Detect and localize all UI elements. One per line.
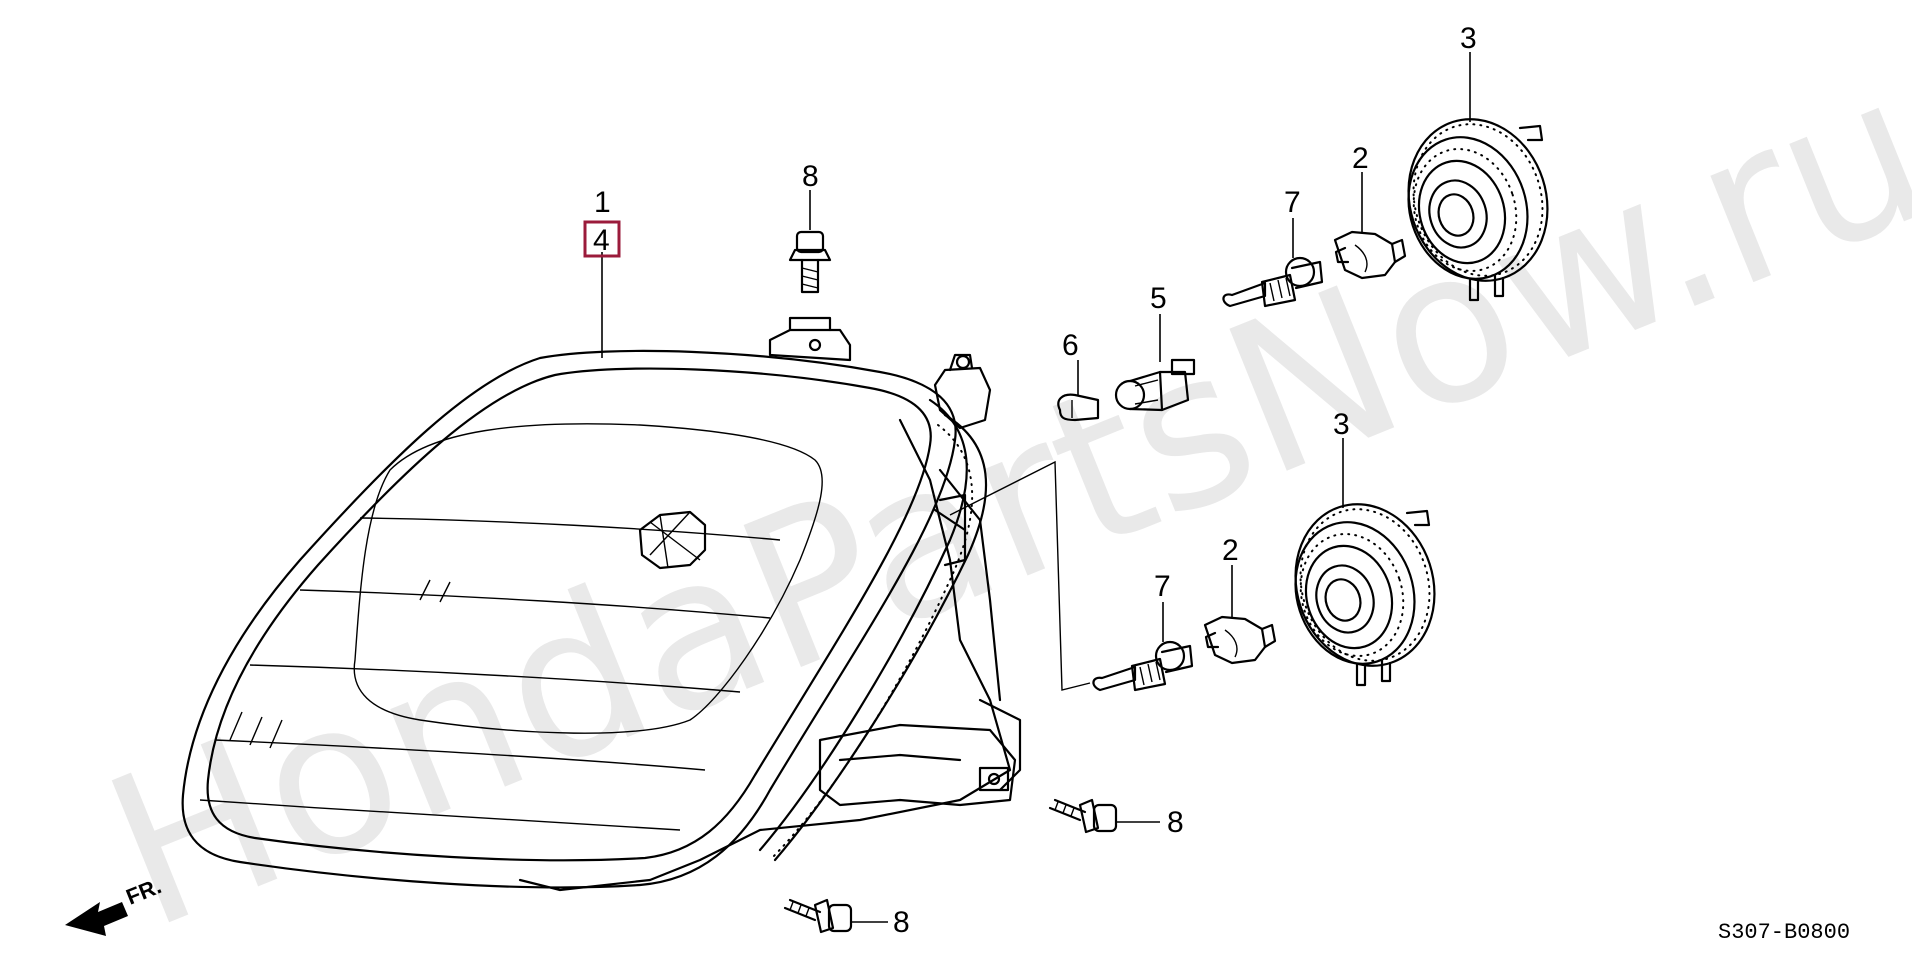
- callout-3-upper: 3: [1460, 22, 1477, 55]
- diagram-code: S307-B0800: [1718, 920, 1850, 945]
- socket-upper[interactable]: [1333, 230, 1407, 280]
- callout-4[interactable]: 4: [593, 224, 610, 257]
- callout-4-box[interactable]: [583, 220, 621, 258]
- position-socket[interactable]: [1114, 358, 1196, 412]
- callout-2-upper: 2: [1352, 142, 1369, 175]
- watermark-text: HondaPartsNow.ru: [77, 26, 1912, 956]
- callout-2-lower: 2: [1222, 534, 1239, 567]
- reflector-bulb: [638, 510, 707, 570]
- position-bulb[interactable]: [1057, 393, 1100, 422]
- bolt-mid[interactable]: [1048, 798, 1118, 834]
- dust-cap-upper[interactable]: [1388, 101, 1568, 302]
- callout-3-lower: 3: [1333, 408, 1350, 441]
- group-bracket: [949, 460, 1091, 691]
- callout-8-bottom: 8: [893, 906, 910, 939]
- callout-7-lower: 7: [1154, 570, 1171, 603]
- callout-5: 5: [1150, 282, 1167, 315]
- callout-8-top: 8: [802, 160, 819, 193]
- bolt-bottom[interactable]: [783, 898, 853, 934]
- callout-7-upper: 7: [1284, 186, 1301, 219]
- callout-6: 6: [1062, 329, 1079, 362]
- socket-lower[interactable]: [1203, 615, 1277, 665]
- callout-1: 1: [594, 186, 611, 219]
- halogen-bulb-lower[interactable]: [1092, 640, 1194, 692]
- bolt-top[interactable]: [788, 230, 832, 294]
- headlight-assembly[interactable]: [181, 316, 1022, 892]
- dust-cap-lower[interactable]: [1275, 486, 1455, 687]
- callout-8-mid: 8: [1167, 806, 1184, 839]
- halogen-bulb-upper[interactable]: [1222, 256, 1324, 308]
